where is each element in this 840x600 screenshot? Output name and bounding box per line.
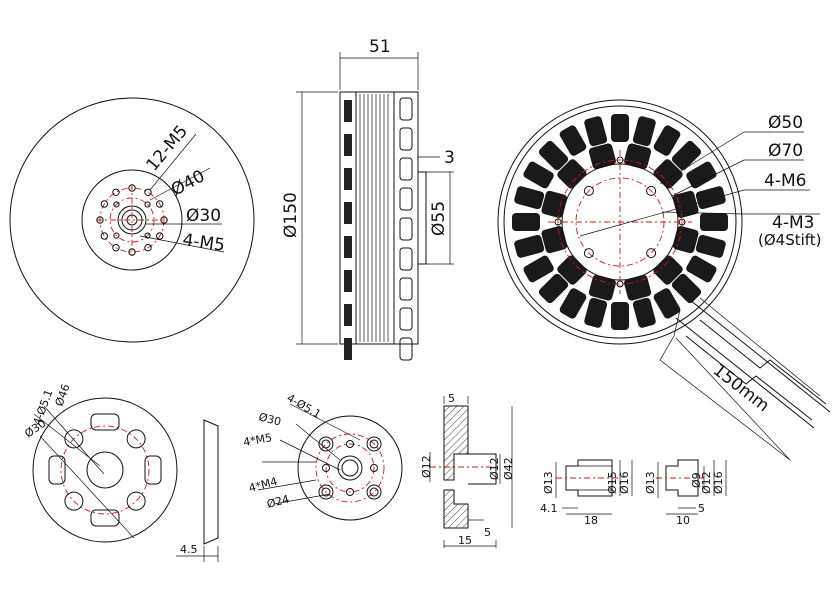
mount-hole xyxy=(156,232,164,240)
side-slots xyxy=(399,97,413,361)
stator-slot xyxy=(538,273,569,304)
stator-slot xyxy=(671,273,702,304)
label-4m6: 4-M6 xyxy=(764,171,806,191)
label-hub-d12a: Ø12 xyxy=(420,455,433,478)
label-ss-10: 10 xyxy=(676,514,690,527)
cable xyxy=(659,297,831,461)
label-sl-18: 18 xyxy=(584,514,598,527)
label-adapter-m5: 4*M5 xyxy=(242,431,273,449)
label-hub-d42: Ø42 xyxy=(502,457,515,480)
mount-hole xyxy=(144,188,152,196)
stator-slot xyxy=(632,297,656,328)
hub-section: 5 Ø12 Ø12 Ø42 5 15 xyxy=(420,392,515,548)
mount-hole xyxy=(144,244,152,252)
stator-slot xyxy=(671,140,702,171)
label-adapter-m4: 4*M4 xyxy=(247,475,278,495)
label-d50: Ø50 xyxy=(768,113,803,133)
label-d30: Ø30 xyxy=(186,206,221,226)
hub-protrusion xyxy=(418,171,427,265)
stator-slot xyxy=(559,125,587,156)
label-ss-d12: Ø12 xyxy=(700,471,713,494)
mount-hole xyxy=(100,200,108,208)
label-hub-5-top: 5 xyxy=(448,392,455,405)
hub-circle xyxy=(81,169,183,271)
sleeve-long: Ø13 Ø15 Ø16 4.1 18 xyxy=(540,459,633,527)
side-body xyxy=(339,91,419,345)
stator-slot xyxy=(611,114,629,142)
stator-slot xyxy=(653,288,681,319)
label-ss-d16: Ø16 xyxy=(712,471,725,494)
label-3: 3 xyxy=(444,148,455,168)
stator-slot xyxy=(584,297,608,328)
label-hub-15: 15 xyxy=(458,534,472,547)
stator-slot xyxy=(700,213,728,231)
pcd70-circle xyxy=(557,159,683,285)
label-hub-5-step: 5 xyxy=(484,526,491,539)
label-plate-d46: Ø46 xyxy=(53,382,73,408)
label-sl-d16: Ø16 xyxy=(618,471,631,494)
leader-4m5 xyxy=(139,235,225,253)
label-51: 51 xyxy=(369,37,391,57)
rear-ring xyxy=(503,105,737,339)
stator-slot xyxy=(611,302,629,330)
stator-slots xyxy=(512,114,728,330)
stator-slot xyxy=(523,255,554,283)
adapter-plate: 4-Ø5.1 Ø30 4*M5 4*M4 Ø24 xyxy=(242,391,403,521)
stator-slot xyxy=(538,140,569,171)
stator-slot xyxy=(695,186,726,210)
label-55: Ø55 xyxy=(429,201,449,236)
label-4-5: 4.5 xyxy=(180,543,198,556)
side-view: 51 Ø150 3 Ø55 xyxy=(281,37,455,361)
mount-hole xyxy=(156,200,164,208)
label-150: Ø150 xyxy=(281,192,301,238)
label-ss-d13: Ø13 xyxy=(644,471,657,494)
mount-hole xyxy=(112,244,120,252)
label-ss-5: 5 xyxy=(698,502,705,515)
stator-slot xyxy=(514,186,545,210)
inner-hole xyxy=(144,201,151,208)
label-adapter-d30: Ø30 xyxy=(257,410,282,428)
label-sl-d13: Ø13 xyxy=(542,471,555,494)
inner-hole xyxy=(113,201,120,208)
label-4m5: 4-M5 xyxy=(181,230,226,256)
label-sl-d15: Ø15 xyxy=(606,471,619,494)
stator-slot xyxy=(686,161,717,189)
label-adapter-d24: Ø24 xyxy=(265,492,290,510)
stator-slot xyxy=(523,161,554,189)
stator-slot xyxy=(686,255,717,283)
shaft-ring-outer xyxy=(117,205,147,235)
label-sl-41: 4.1 xyxy=(540,502,558,515)
stator-slot xyxy=(653,125,681,156)
label-4m3: 4-M3 xyxy=(772,213,814,233)
stator-slot xyxy=(559,288,587,319)
rear-outer-circle xyxy=(497,99,743,345)
stator-slot xyxy=(695,234,726,258)
cooling-fins xyxy=(344,94,389,360)
sleeve-short: Ø13 Ø9 Ø12 Ø16 5 10 xyxy=(644,459,727,527)
label-4m3-note: (Ø4Stift) xyxy=(758,231,822,249)
label-ss-d9: Ø9 xyxy=(690,472,703,488)
front-view: 12-M5 Ø40 Ø30 4-M5 xyxy=(9,97,255,343)
leader-12m5 xyxy=(149,133,197,191)
mount-hole xyxy=(100,232,108,240)
inner-hole xyxy=(144,232,151,239)
stator-slot xyxy=(512,213,540,231)
label-d40: Ø40 xyxy=(168,166,208,200)
label-adapter-holes: 4-Ø5.1 xyxy=(285,391,324,421)
label-hub-d12b: Ø12 xyxy=(488,457,501,480)
label-d70: Ø70 xyxy=(768,141,803,161)
inner-hole xyxy=(113,232,120,239)
mount-hole xyxy=(112,188,120,196)
stator-slot xyxy=(514,234,545,258)
stator-slot xyxy=(584,116,608,147)
mount-plate: Ø46 4-Ø5.1 Ø30 xyxy=(22,382,178,543)
leader-d40 xyxy=(149,167,211,201)
stator-slot xyxy=(632,116,656,147)
rear-view: 150mm Ø50 Ø70 4-M6 4-M3 (Ø4Stift) xyxy=(497,99,831,461)
plate-side-view: 4.5 xyxy=(176,419,219,562)
motor-outer-circle xyxy=(9,97,255,343)
